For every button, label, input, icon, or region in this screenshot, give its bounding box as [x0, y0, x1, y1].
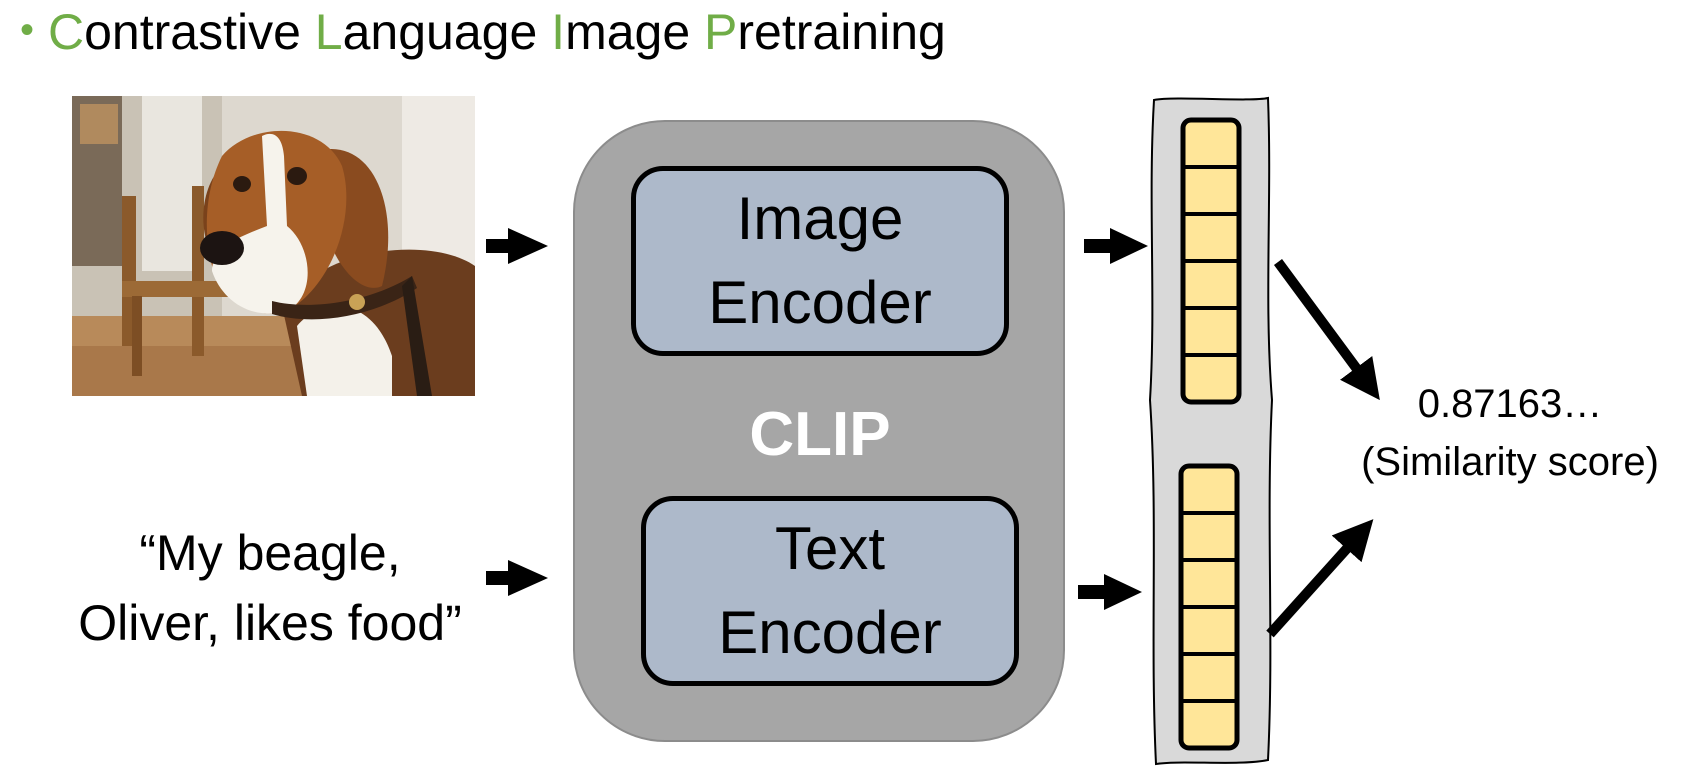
- arrow-text-to-encoder: [486, 560, 548, 596]
- bullet-icon: •: [20, 8, 35, 52]
- text-encoder-box: Text Encoder: [641, 496, 1019, 686]
- caption-line-1: “My beagle,: [139, 525, 401, 581]
- caption-line-2: Oliver, likes food”: [78, 595, 462, 651]
- image-encoder-line-2: Encoder: [708, 269, 932, 336]
- title-initial-p: P: [704, 4, 738, 60]
- title-word-pretraining: retraining: [737, 4, 946, 60]
- image-embedding-vector: [1180, 117, 1242, 405]
- arrow-image-to-encoder: [486, 228, 548, 264]
- similarity-score-label: (Similarity score): [1361, 440, 1659, 484]
- title-word-image: mage: [565, 4, 705, 60]
- title-word-language: anguage: [342, 4, 552, 60]
- arrow-text-encoder-to-embedding: [1078, 574, 1142, 610]
- clip-label: CLIP: [749, 400, 891, 469]
- text-encoder-line-1: Text: [774, 515, 886, 582]
- arrow-image-encoder-to-embedding: [1084, 228, 1148, 264]
- text-encoder-line-2: Encoder: [718, 599, 942, 666]
- text-embedding-vector: [1178, 463, 1240, 751]
- title-initial-l: L: [314, 4, 343, 60]
- arrow-image-embedding-to-score: [1273, 259, 1380, 401]
- arrow-text-embedding-to-score: [1266, 519, 1374, 638]
- input-text-caption: “My beagle, Oliver, likes food”: [40, 518, 500, 658]
- similarity-score-value: 0.87163…: [1417, 382, 1603, 426]
- title-initial-c: C: [48, 4, 85, 60]
- image-encoder-box: Image Encoder: [631, 166, 1009, 356]
- beagle-photo: [72, 96, 475, 396]
- image-encoder-line-1: Image: [736, 185, 904, 252]
- slide-title: • Contrastive Language Image Pretraining: [20, 0, 946, 62]
- similarity-output: 0.87163… (Similarity score): [1330, 375, 1690, 491]
- title-word-contrastive: ontrastive: [84, 4, 315, 60]
- title-initial-i: I: [551, 4, 566, 60]
